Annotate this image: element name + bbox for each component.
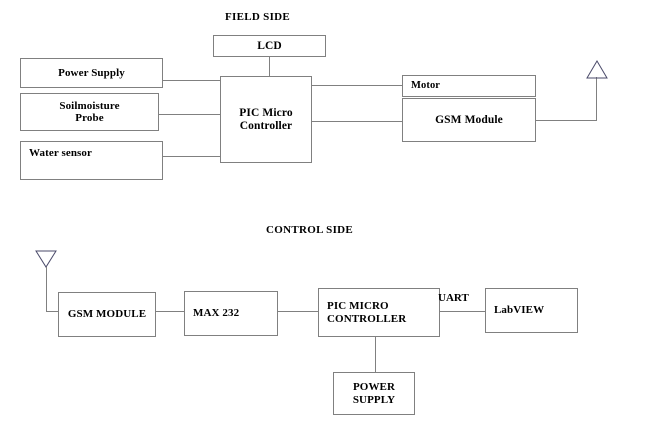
uart-label: UART bbox=[438, 292, 469, 304]
wire-max232-to-pic-control bbox=[278, 311, 319, 312]
block-gsm-module-field-label: GSM Module bbox=[435, 113, 503, 126]
block-pic-micro-controller-field[interactable]: PIC Micro Controller bbox=[220, 76, 312, 163]
block-pic-micro-controller-field-label: PIC Micro Controller bbox=[239, 106, 293, 132]
wire-soilmoisture-to-pic bbox=[159, 114, 221, 115]
block-power-supply-control[interactable]: POWER SUPPLY bbox=[333, 372, 415, 415]
wire-power-supply-to-pic bbox=[163, 80, 221, 81]
block-gsm-module-control[interactable]: GSM MODULE bbox=[58, 292, 156, 337]
block-lcd-label: LCD bbox=[257, 39, 282, 52]
wire-pic-to-motor bbox=[312, 85, 402, 86]
block-labview[interactable]: LabVIEW bbox=[485, 288, 578, 333]
wire-antenna-stem-field bbox=[596, 77, 597, 121]
wire-antenna-stem-control bbox=[46, 267, 47, 311]
block-gsm-module-control-label: GSM MODULE bbox=[67, 308, 147, 321]
block-max232-label: MAX 232 bbox=[193, 307, 240, 320]
block-water-sensor[interactable]: Water sensor bbox=[20, 141, 163, 180]
antenna-down-icon bbox=[35, 250, 57, 268]
block-soilmoisture-probe[interactable]: Soilmoisture Probe bbox=[20, 93, 159, 131]
block-power-supply-field-label: Power Supply bbox=[58, 66, 125, 79]
block-power-supply-control-label: POWER SUPPLY bbox=[352, 381, 396, 406]
block-lcd[interactable]: LCD bbox=[213, 35, 326, 57]
block-pic-micro-controller-control-label: PIC MICRO CONTROLLER bbox=[327, 300, 407, 325]
antenna-up-icon bbox=[586, 60, 608, 79]
wire-gsm-to-antenna-field bbox=[536, 120, 597, 121]
wire-water-sensor-to-pic bbox=[163, 156, 221, 157]
block-power-supply-field[interactable]: Power Supply bbox=[20, 58, 163, 88]
wire-pic-to-gsm-field bbox=[312, 121, 402, 122]
wire-antenna-to-gsm-control bbox=[46, 311, 59, 312]
wire-pic-to-power-supply-control bbox=[375, 337, 376, 372]
block-pic-micro-controller-control[interactable]: PIC MICRO CONTROLLER bbox=[318, 288, 440, 337]
block-motor[interactable]: Motor bbox=[402, 75, 536, 97]
control-side-title: CONTROL SIDE bbox=[266, 224, 354, 236]
wire-pic-to-labview bbox=[440, 311, 485, 312]
field-side-title: FIELD SIDE bbox=[225, 11, 291, 23]
wire-lcd-to-pic bbox=[269, 57, 270, 76]
block-gsm-module-field[interactable]: GSM Module bbox=[402, 98, 536, 142]
block-motor-label: Motor bbox=[411, 80, 441, 92]
block-max232[interactable]: MAX 232 bbox=[184, 291, 278, 336]
block-water-sensor-label: Water sensor bbox=[29, 147, 93, 159]
wire-gsm-to-max232 bbox=[156, 311, 184, 312]
block-soilmoisture-probe-label: Soilmoisture Probe bbox=[59, 99, 120, 124]
block-labview-label: LabVIEW bbox=[494, 304, 545, 317]
